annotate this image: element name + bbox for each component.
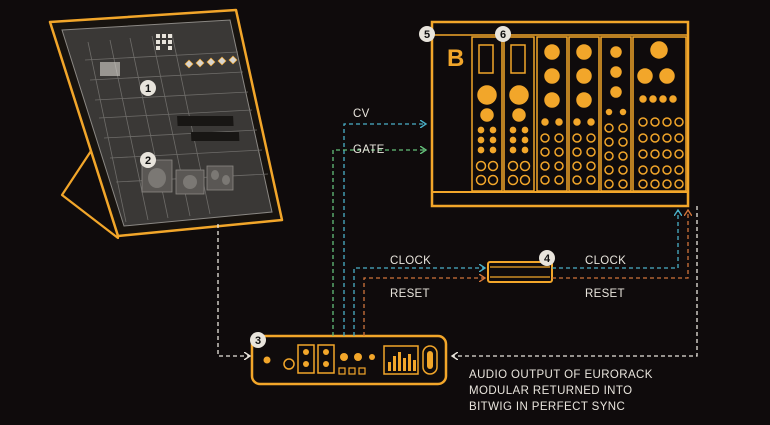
audio-interface bbox=[250, 334, 448, 386]
marker-6: 6 bbox=[495, 26, 511, 42]
gate-line bbox=[332, 150, 426, 336]
reset-line-out bbox=[552, 210, 688, 279]
usb-line-tablet-interface bbox=[217, 224, 250, 356]
reset-in-label: RESET bbox=[390, 288, 430, 300]
tablet bbox=[48, 8, 284, 240]
rack-module-sequencer-b bbox=[503, 36, 535, 192]
rack-brand-letter: B bbox=[447, 45, 464, 72]
eurorack-case bbox=[430, 20, 690, 208]
tablet-top-controls bbox=[156, 34, 172, 50]
marker-1: 1 bbox=[140, 80, 156, 96]
rack-module-sequencer-a bbox=[471, 36, 503, 192]
marker-2-label: 2 bbox=[145, 155, 151, 167]
marker-3-label: 3 bbox=[255, 335, 261, 347]
caption-line-2: MODULAR RETURNED INTO bbox=[469, 385, 632, 397]
audio-return-line bbox=[452, 206, 698, 356]
marker-5-label: 5 bbox=[424, 29, 430, 41]
rack-module-oscillator-a bbox=[536, 36, 568, 192]
cv-label: CV bbox=[353, 108, 370, 120]
clock-in-label: CLOCK bbox=[390, 255, 431, 267]
rack-module-oscillator-b bbox=[568, 36, 600, 192]
caption-line-1: AUDIO OUTPUT OF EURORACK bbox=[469, 369, 653, 381]
marker-2: 2 bbox=[140, 152, 156, 168]
marker-5: 5 bbox=[419, 26, 435, 42]
marker-6-label: 6 bbox=[500, 29, 506, 41]
rack-module-mixer bbox=[632, 36, 687, 192]
marker-4: 4 bbox=[539, 250, 555, 266]
tablet-device-panel bbox=[141, 159, 234, 195]
reset-out-label: RESET bbox=[585, 288, 625, 300]
clock-out-label: CLOCK bbox=[585, 255, 626, 267]
gate-label: GATE bbox=[353, 144, 385, 156]
cv-line bbox=[343, 124, 426, 336]
reset-line-in bbox=[363, 278, 485, 336]
clock-module bbox=[487, 261, 553, 283]
rack-module-filter bbox=[600, 36, 632, 192]
marker-3: 3 bbox=[250, 332, 266, 348]
caption-line-3: BITWIG IN PERFECT SYNC bbox=[469, 401, 625, 413]
marker-1-label: 1 bbox=[145, 83, 151, 95]
clock-line-in bbox=[353, 268, 485, 336]
level-meter bbox=[388, 352, 416, 371]
marker-4-label: 4 bbox=[544, 253, 551, 265]
clock-line-out bbox=[552, 210, 678, 269]
